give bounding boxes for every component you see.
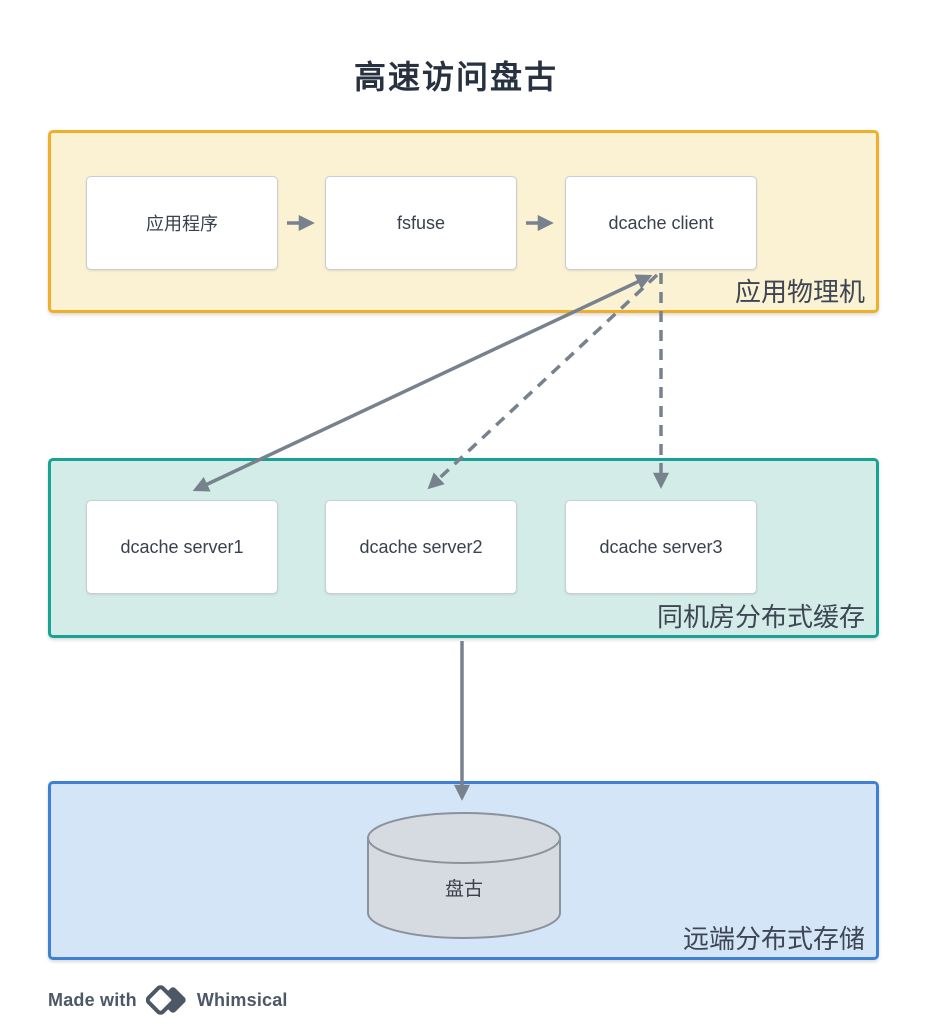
footer: Made with Whimsical	[48, 982, 288, 1018]
diagram-title: 高速访问盘古	[353, 59, 558, 95]
group-label-app-physical-machine: 应用物理机	[734, 277, 865, 307]
group-label-same-room-distributed-cache: 同机房分布式缓存	[656, 602, 865, 632]
node-dcache-server2: dcache server2	[325, 500, 517, 594]
node-application: 应用程序	[86, 176, 278, 270]
whimsical-brand-text: Whimsical	[196, 989, 288, 1010]
node-dcache-server3-label: dcache server3	[599, 536, 723, 557]
node-application-label: 应用程序	[146, 214, 218, 234]
node-dcache-server1: dcache server1	[86, 500, 278, 594]
node-pangu-label: 盘古	[444, 879, 483, 900]
node-dcache-client-label: dcache client	[608, 212, 714, 233]
node-fsfuse-label: fsfuse	[396, 212, 446, 233]
node-dcache-server3: dcache server3	[565, 500, 757, 594]
group-label-remote-distributed-storage: 远端分布式存储	[682, 924, 865, 954]
made-with-text: Made with	[48, 989, 137, 1010]
whimsical-logo-icon	[145, 985, 186, 1015]
node-dcache-client: dcache client	[565, 176, 757, 270]
database-cylinder-icon	[367, 812, 561, 939]
node-dcache-server2-label: dcache server2	[359, 536, 483, 557]
node-fsfuse: fsfuse	[325, 176, 517, 270]
node-dcache-server1-label: dcache server1	[120, 536, 244, 557]
